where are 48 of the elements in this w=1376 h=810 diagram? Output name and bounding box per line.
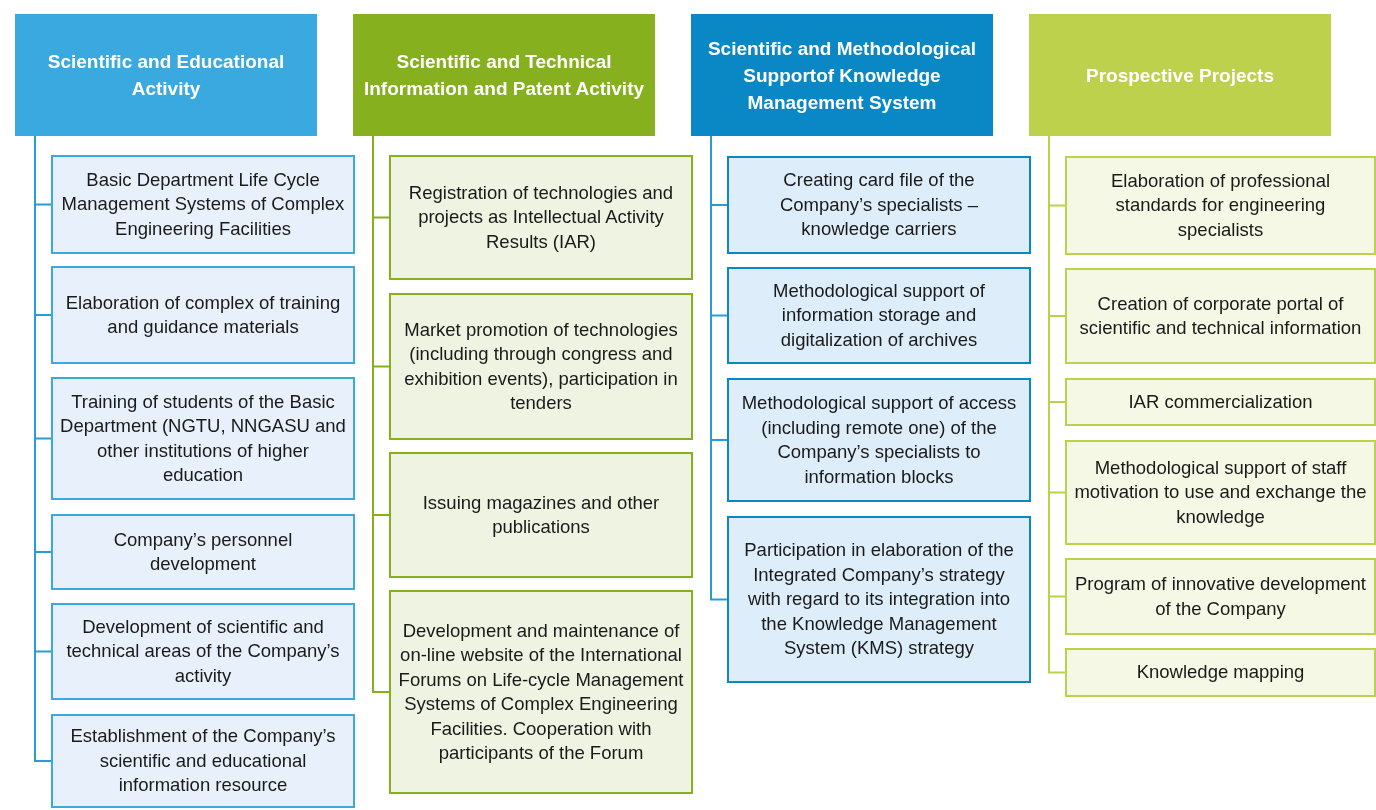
activity-box (727, 267, 1031, 364)
activity-box (51, 266, 355, 364)
activity-box (51, 603, 355, 700)
activity-text: Issuing magazines and other publications (421, 490, 661, 539)
header-title: Scientific and Methodological Supportof Knowledge Management System (706, 36, 978, 115)
activity-text: Program of innovative development of the Company (1074, 572, 1367, 621)
activity-text: IAR commercialization (1128, 389, 1313, 414)
activity-text: Creating card file of the Company’s specialists – knowledge carriers (778, 168, 980, 242)
activity-text: Development of scientific and technical areas of the Company’s activity (65, 614, 341, 688)
activity-text: Development and maintenance of on-line website of the International Forums on Life-cycle Management Systems of Complex Engineering Facilities. Cooperation with participants of the Forum (397, 618, 685, 765)
activity-box (51, 377, 355, 500)
activity-box (1065, 268, 1376, 364)
category-header (1029, 14, 1331, 136)
activity-text: Registration of technologies and projects as Intellectual Activity Results (IAR) (407, 180, 675, 254)
activity-box (727, 156, 1031, 254)
activity-box (727, 516, 1031, 683)
activity-box (1065, 378, 1376, 426)
activity-box (1065, 156, 1376, 255)
activity-text: Elaboration of complex of training and guidance materials (64, 290, 342, 339)
activity-text: Methodological support of access (including remote one) of the Company’s specialists to information blocks (740, 391, 1018, 489)
category-header (353, 14, 655, 136)
header-title: Scientific and Educational Activity (46, 50, 286, 101)
activity-text: Creation of corporate portal of scientific and technical information (1078, 291, 1363, 340)
activity-box (1065, 440, 1376, 545)
activity-text: Methodological support of staff motivation to use and exchange the knowledge (1073, 455, 1368, 529)
activity-box (1065, 648, 1376, 697)
activity-text: Participation in elaboration of the Integrated Company’s strategy with regard to its integration into the Knowledge Management System (KMS) strategy (743, 538, 1015, 661)
activity-box (1065, 558, 1376, 635)
activity-box (389, 590, 693, 794)
category-header (15, 14, 317, 136)
activity-box (51, 514, 355, 590)
activity-text: Knowledge mapping (1136, 660, 1305, 685)
activity-box (727, 378, 1031, 502)
category-header (691, 14, 993, 136)
header-title: Scientific and Technical Information and Patent Activity (363, 50, 645, 101)
activity-box (389, 452, 693, 578)
activity-box (389, 155, 693, 280)
activity-text: Methodological support of information storage and digitalization of archives (772, 278, 986, 352)
activity-box (389, 293, 693, 440)
activity-text: Market promotion of technologies (including through congress and exhibition events), participation in tenders (403, 317, 679, 415)
activity-text: Establishment of the Company’s scientific and educational information resource (69, 724, 337, 798)
activity-box (51, 714, 355, 808)
activity-text: Elaboration of professional standards for engineering specialists (1109, 168, 1332, 242)
activity-text: Company’s personnel development (112, 527, 294, 576)
header-title: Prospective Projects (1086, 63, 1274, 88)
activity-text: Training of students of the Basic Department (NGTU, NNGASU and other institutions of higher education (59, 389, 347, 487)
activity-box (51, 155, 355, 254)
activity-text: Basic Department Life Cycle Management Systems of Complex Engineering Facilities (60, 167, 346, 241)
